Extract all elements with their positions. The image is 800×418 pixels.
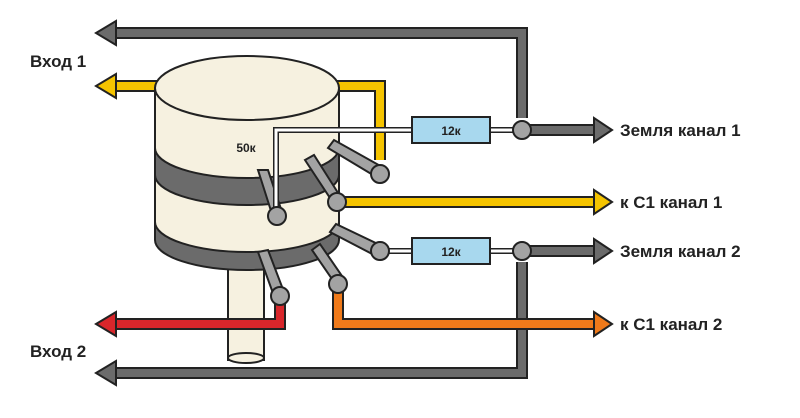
wire-c1-ch1-yellow (344, 188, 614, 216)
lead-wiper-to-r1 (273, 127, 414, 212)
resistor2 (411, 237, 491, 265)
wire-c1-ch2-orange (332, 290, 614, 338)
pot-top (154, 55, 340, 121)
label-ground-ch2: Земля канал 2 (620, 242, 741, 261)
label-c1-ch2: к С1 канал 2 (620, 315, 722, 334)
label-ground-ch1: Земля канал 1 (620, 121, 741, 140)
terminal-6 (270, 286, 290, 306)
resistor1-row: 12к (411, 116, 614, 144)
terminal-1 (370, 164, 390, 184)
label-input1: Вход 1 (30, 52, 86, 71)
label-input2: Вход 2 (30, 342, 86, 361)
pot-value-label: 50к (236, 141, 256, 155)
node-ch2 (512, 241, 532, 261)
resistor1 (411, 116, 491, 144)
resistor2-row: 12к (388, 237, 614, 265)
resistor1-label: 12к (441, 124, 461, 138)
wire-top-gray-loop (94, 19, 528, 118)
resistor2-label: 12к (441, 245, 461, 259)
wire-input2-red (94, 302, 286, 338)
node-ch1 (512, 120, 532, 140)
label-c1-ch1: к С1 канал 1 (620, 193, 722, 212)
potentiometer: 50к (154, 55, 340, 364)
pot-shaft (227, 259, 265, 361)
terminal-4 (370, 241, 390, 261)
terminal-5 (328, 274, 348, 294)
terminal-2 (327, 192, 347, 212)
terminal-3 (267, 206, 287, 226)
terminals (267, 164, 390, 306)
wire-bottom-gray-loop (94, 262, 528, 387)
